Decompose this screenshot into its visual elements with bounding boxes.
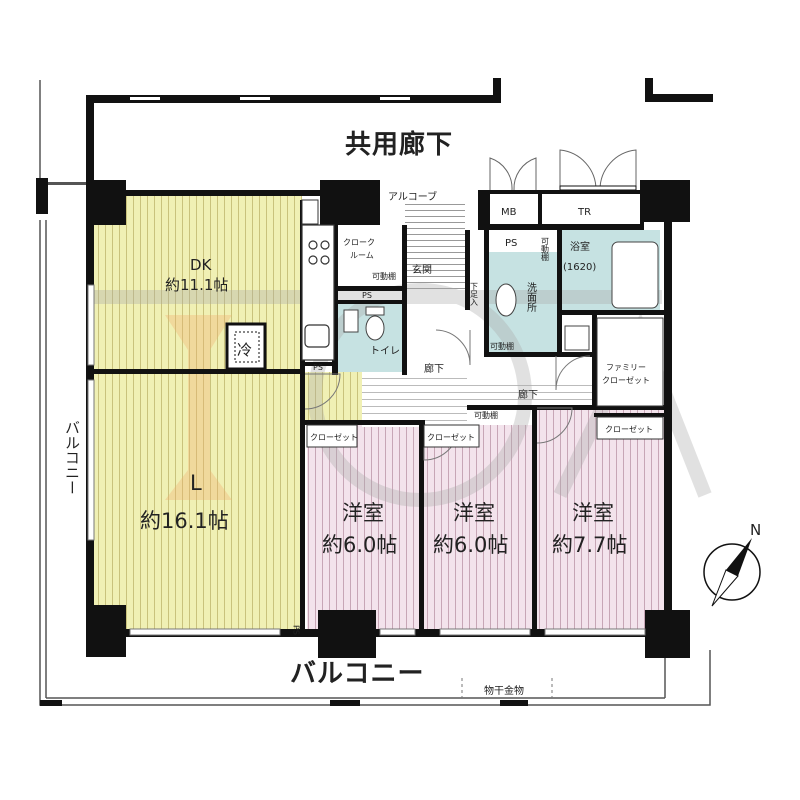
toilet-fixture	[343, 306, 385, 341]
bedroom-3-size: 約7.7帖	[552, 533, 627, 557]
hallway-shelf-label: 可動棚	[474, 410, 498, 420]
bath-size: (1620)	[563, 262, 596, 273]
bedroom-1-area	[307, 425, 419, 630]
drying-hardware-label: 物干金物	[484, 684, 524, 697]
interior-doors	[304, 329, 591, 461]
north-compass	[703, 538, 761, 607]
side-rail	[40, 182, 88, 185]
washroom-fixtures	[495, 241, 659, 351]
ps-bottom-label: PS	[292, 625, 301, 635]
family-closet-label-2: クローゼット	[602, 375, 650, 385]
bath-shelf-label: 可動棚	[541, 237, 550, 262]
side-rail-post	[36, 178, 48, 214]
alcove-label: アルコーブ	[388, 190, 437, 203]
bedroom-3-area	[536, 408, 664, 630]
cloak-label-2: ルーム	[350, 251, 374, 260]
closets	[306, 317, 664, 448]
hallway-1-floor	[362, 372, 467, 427]
balcony-bottom-label: バルコニー	[290, 659, 424, 689]
tr-label: TR	[577, 207, 591, 218]
kitchen-ps-box	[301, 199, 319, 225]
living-size: 約16.1帖	[140, 509, 229, 533]
living-name: L	[190, 471, 202, 495]
washroom-label: 洗面所	[525, 282, 537, 313]
genkan-label: 玄関	[412, 263, 432, 276]
windows	[87, 284, 646, 636]
ps-left-label: PS	[313, 363, 323, 372]
cloak-shelf-label: 可動棚	[372, 271, 396, 281]
hallway-2-label: 廊下	[518, 388, 538, 401]
balcony-outline	[39, 80, 711, 706]
bedroom-2-size: 約6.0帖	[433, 533, 508, 557]
bedroom-3-name: 洋室	[572, 501, 614, 525]
toilet-label: トイレ	[370, 346, 400, 357]
family-closet-label-1: ファミリー	[606, 363, 646, 372]
corridor-wall-marks	[130, 97, 410, 100]
corridor-doors	[489, 149, 637, 191]
corridor-wall	[86, 78, 713, 190]
entrance-floor	[405, 200, 465, 290]
ps-top-label: PS	[505, 238, 517, 249]
corridor-label: 共用廊下	[345, 129, 453, 160]
cloak-label-1: クローク	[343, 238, 375, 247]
fridge-label: 冷	[237, 341, 252, 359]
shoe-cabinet-label: 下足入	[470, 282, 479, 306]
bedroom-2-area	[420, 425, 532, 630]
balcony-left-label: バルコニー	[63, 420, 81, 495]
balcony-rail-ticks	[40, 700, 528, 706]
ps-cloak-label: PS	[362, 291, 372, 300]
dk-name: DK	[190, 256, 213, 274]
north-label: N	[750, 521, 761, 539]
bedroom-1-name: 洋室	[342, 501, 384, 525]
mb-label: MB	[501, 207, 517, 218]
washroom-shelf-label: 可動棚	[490, 341, 514, 351]
mb-tr-boxes	[486, 190, 644, 228]
closet-2-label: クローゼット	[427, 432, 475, 442]
kitchen-counter	[301, 224, 335, 361]
hallway-1-label: 廊下	[424, 362, 444, 375]
bath-name: 浴室	[570, 240, 590, 253]
closet-3-label: クローゼット	[605, 424, 653, 434]
dk-size: 約11.1帖	[165, 276, 228, 294]
closet-1-label: クローゼット	[310, 432, 358, 442]
living-dining-area	[92, 195, 302, 635]
bedroom-2-name: 洋室	[453, 501, 495, 525]
bedroom-1-size: 約6.0帖	[322, 533, 397, 557]
